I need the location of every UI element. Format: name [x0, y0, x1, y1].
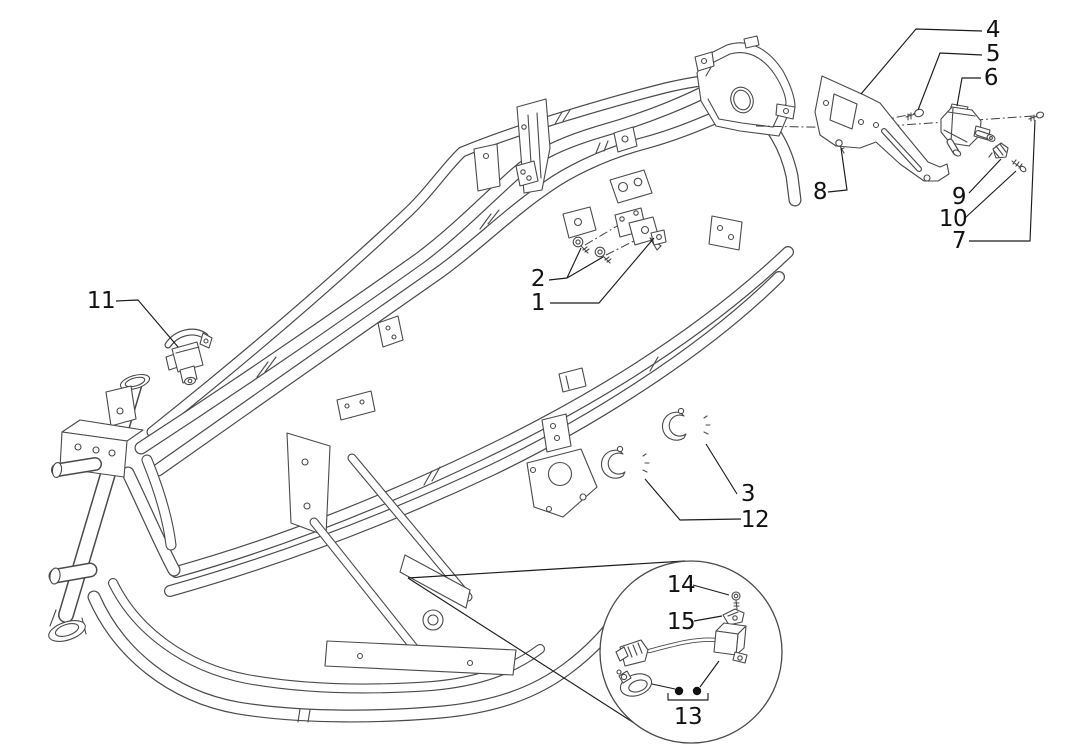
part-12-clamp [600, 445, 650, 479]
part-label-11: 11 [86, 288, 116, 314]
part-5-screw [905, 108, 924, 121]
part-label-13: 13 [673, 704, 703, 730]
part-4-support-bracket [814, 75, 950, 182]
part-label-12: 12 [740, 507, 770, 533]
detail-wedge [407, 560, 686, 729]
steering-column [48, 373, 151, 642]
part-label-8: 8 [812, 179, 828, 205]
part-label-6: 6 [983, 65, 999, 91]
part-10-stud [1011, 159, 1027, 173]
part-label-1: 1 [530, 290, 546, 316]
leader-lines [115, 28, 1036, 521]
part-label-9: 9 [951, 184, 967, 210]
part-label-2: 2 [530, 266, 546, 292]
rear-subframe-plate [694, 35, 796, 137]
part-15-clip [722, 608, 745, 626]
part-6-ignition-device [940, 103, 996, 157]
part-label-15: 15 [666, 609, 696, 635]
part-label-4: 4 [985, 17, 1001, 43]
part-3-clamp [661, 407, 711, 441]
part-13-immobilizer-kit [615, 584, 748, 701]
part-label-3: 3 [740, 481, 756, 507]
part-2-screws [572, 236, 612, 264]
engine-cradle [286, 432, 517, 676]
part-14-screw [731, 591, 741, 610]
frame-tubes [87, 74, 802, 723]
part-label-5: 5 [985, 41, 1001, 67]
part-9-sensor-plug [988, 142, 1009, 159]
frame-brackets [336, 98, 743, 518]
part-1-switch-bracket [614, 207, 667, 251]
part-label-7: 7 [951, 228, 967, 254]
part-label-10: 10 [938, 206, 968, 232]
part-7-screw [1028, 111, 1045, 122]
part-label-14: 14 [666, 572, 696, 598]
part-11-horn-sensor [164, 328, 213, 386]
